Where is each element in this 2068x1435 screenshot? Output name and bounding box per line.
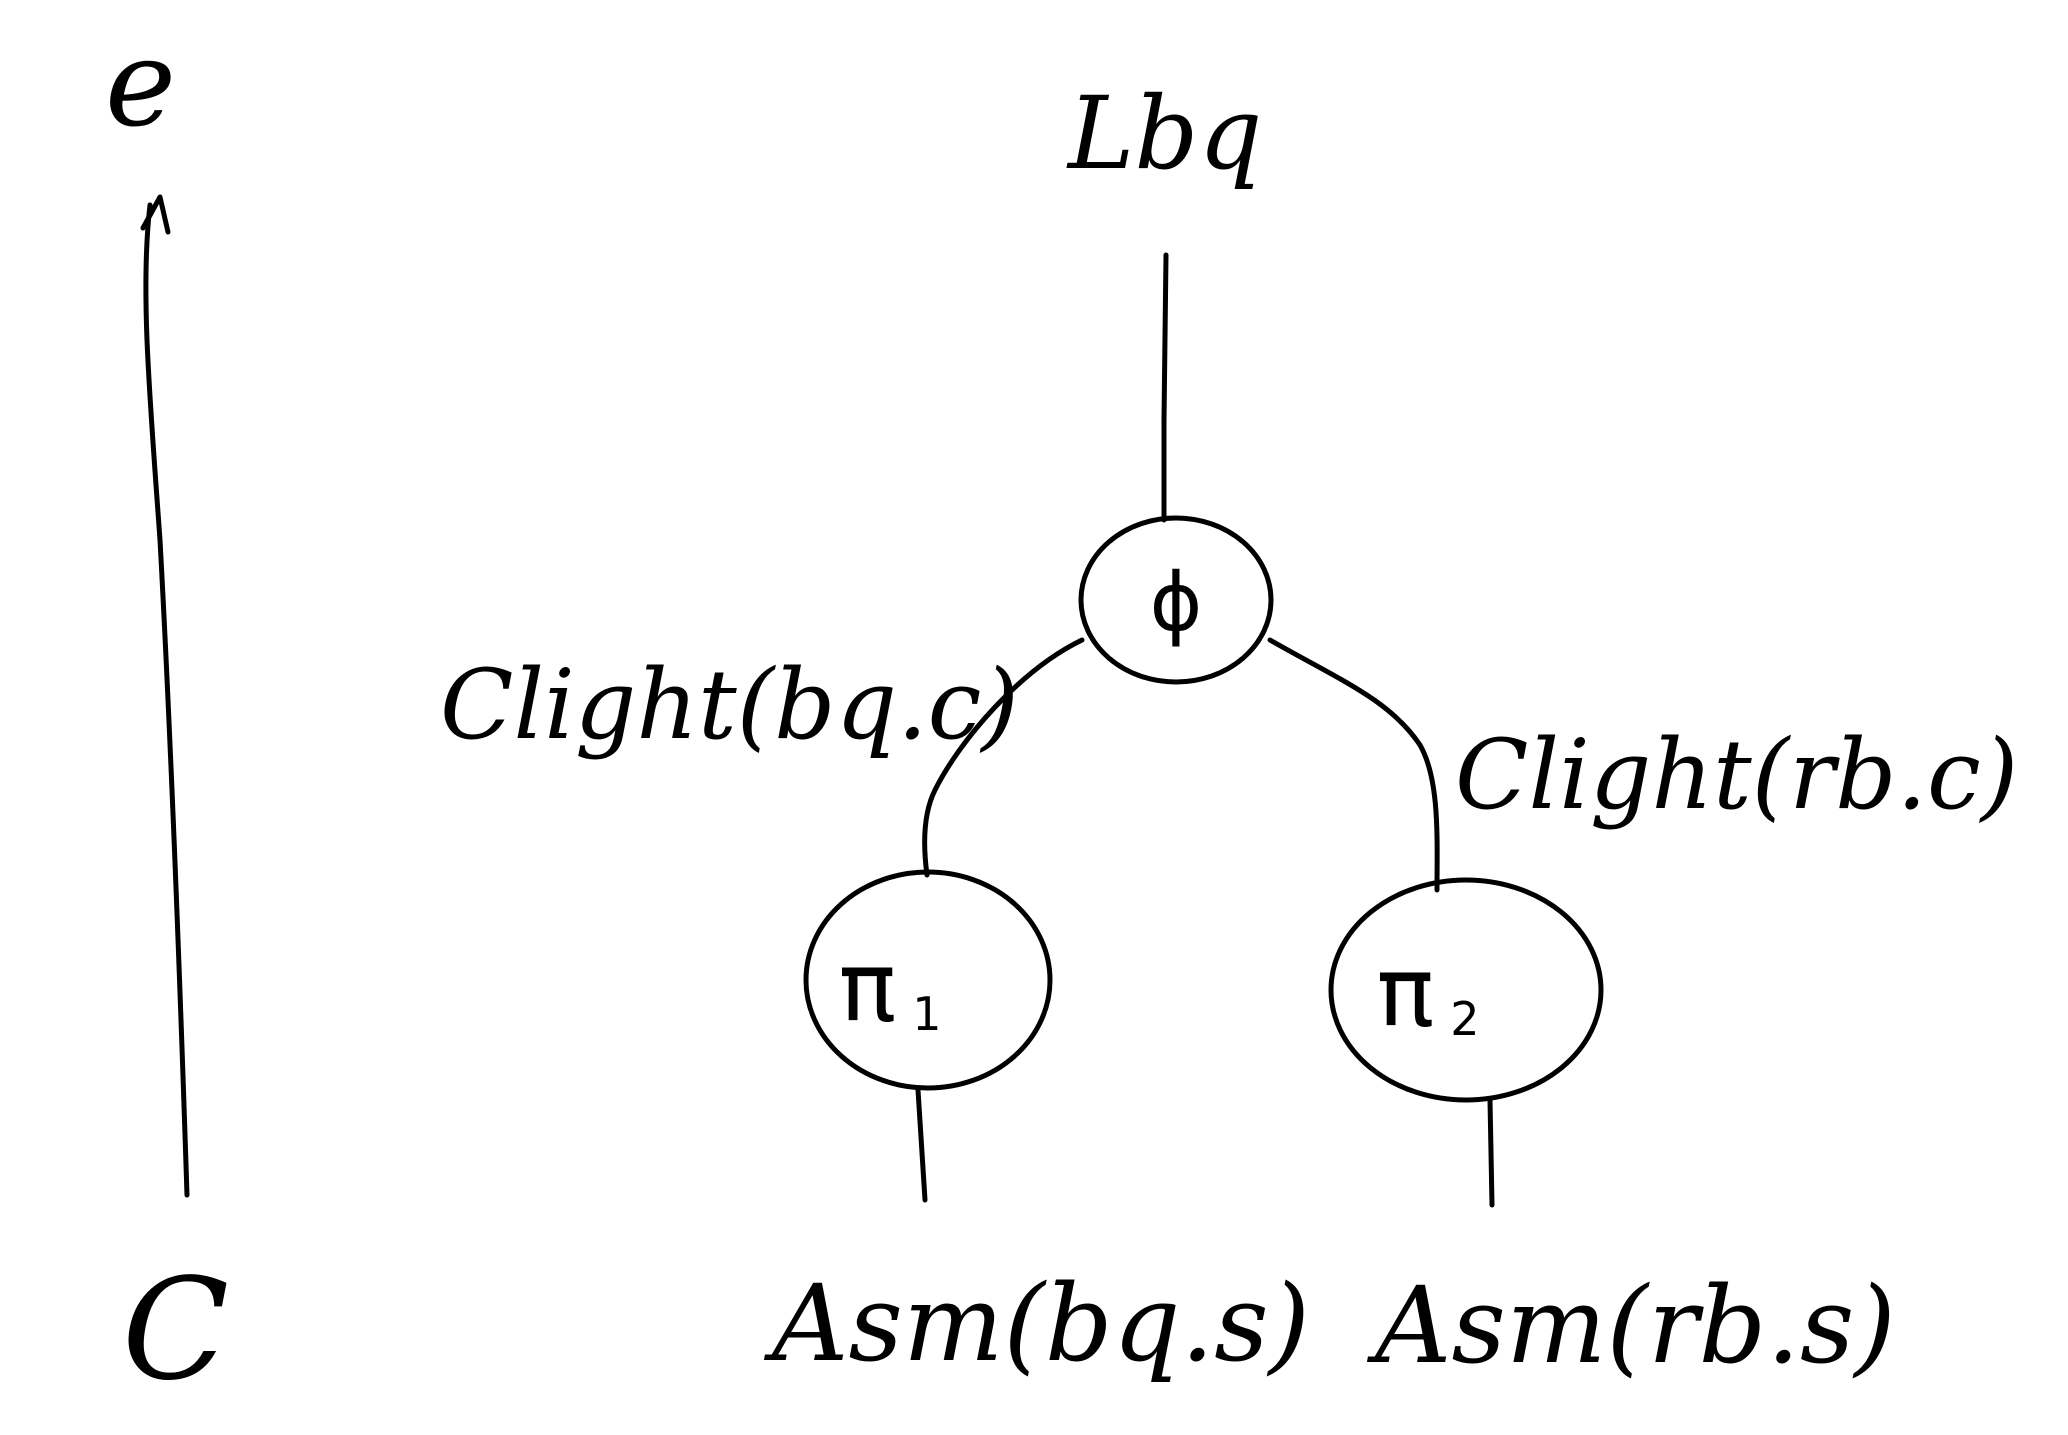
pi2-node	[1328, 877, 1604, 1103]
pi1-node	[803, 869, 1053, 1091]
pi2-pi: π	[1376, 936, 1434, 1048]
phi-to-pi1-edge	[922, 637, 1085, 878]
leaf1-label: Asm(bq.s)	[763, 1262, 1310, 1385]
phi-node	[1078, 515, 1274, 685]
phi-symbol: ϕ	[1150, 556, 1203, 649]
leaf2-label: Asm(rb.s)	[1366, 1264, 1896, 1387]
pi1-pi: π	[838, 931, 896, 1043]
left-top-label: e	[105, 15, 176, 154]
pi1-subscript: 1	[912, 987, 941, 1041]
left-arrow-head-icon	[140, 194, 171, 235]
pi2-to-leaf-line	[1487, 1097, 1495, 1208]
left-vertical-arrow-line	[143, 202, 190, 1198]
phi-to-pi2-edge	[1267, 637, 1440, 893]
pi2-subscript: 2	[1450, 992, 1479, 1046]
pi1-to-leaf-line	[915, 1087, 928, 1203]
right-edge-label: Clight(rb.c)	[1455, 719, 2018, 831]
root-label: Lbq	[1066, 75, 1262, 192]
root-to-phi-line	[1161, 252, 1169, 523]
left-bottom-label: C	[122, 1249, 229, 1412]
left-edge-label: Clight(bq.c)	[440, 649, 1019, 761]
